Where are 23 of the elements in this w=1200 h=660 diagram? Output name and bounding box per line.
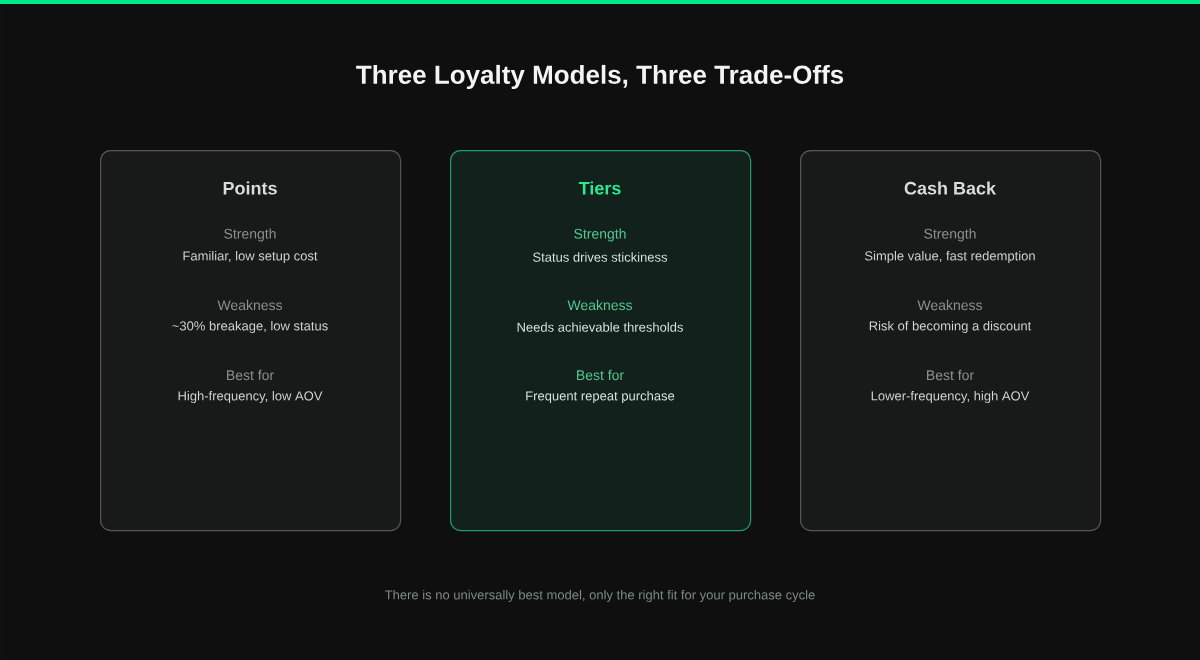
section-text: Familiar, low setup cost (183, 250, 318, 264)
card-heading: Tiers (578, 181, 621, 195)
section-label: Strength (224, 228, 276, 242)
section-text: Risk of becoming a discount (869, 320, 1032, 334)
section-label: Strength (924, 228, 976, 242)
section-label: Best for (927, 369, 974, 381)
card-heading: Cash Back (904, 181, 996, 195)
caption: There is no universally best model, only the right fit for your purchase cycle (385, 589, 815, 603)
section-text: Lower-frequency, high AOV (871, 390, 1030, 404)
section-text: ~30% breakage, low status (172, 320, 328, 334)
section-label: Weakness (917, 299, 983, 311)
section-text: Frequent repeat purchase (526, 390, 675, 404)
section-label: Weakness (567, 299, 633, 311)
section-text: Simple value, fast redemption (864, 250, 1035, 264)
section-label: Best for (577, 369, 624, 381)
section-label: Strength (574, 228, 626, 242)
section-label: Best for (227, 369, 274, 381)
card-heading: Points (223, 181, 277, 195)
section-text: High-frequency, low AOV (178, 390, 323, 404)
section-label: Weakness (217, 299, 283, 311)
section-text: Needs achievable thresholds (517, 322, 683, 332)
title: Three Loyalty Models, Three Trade-Offs (356, 64, 844, 90)
section-text: Status drives stickiness (533, 252, 668, 262)
